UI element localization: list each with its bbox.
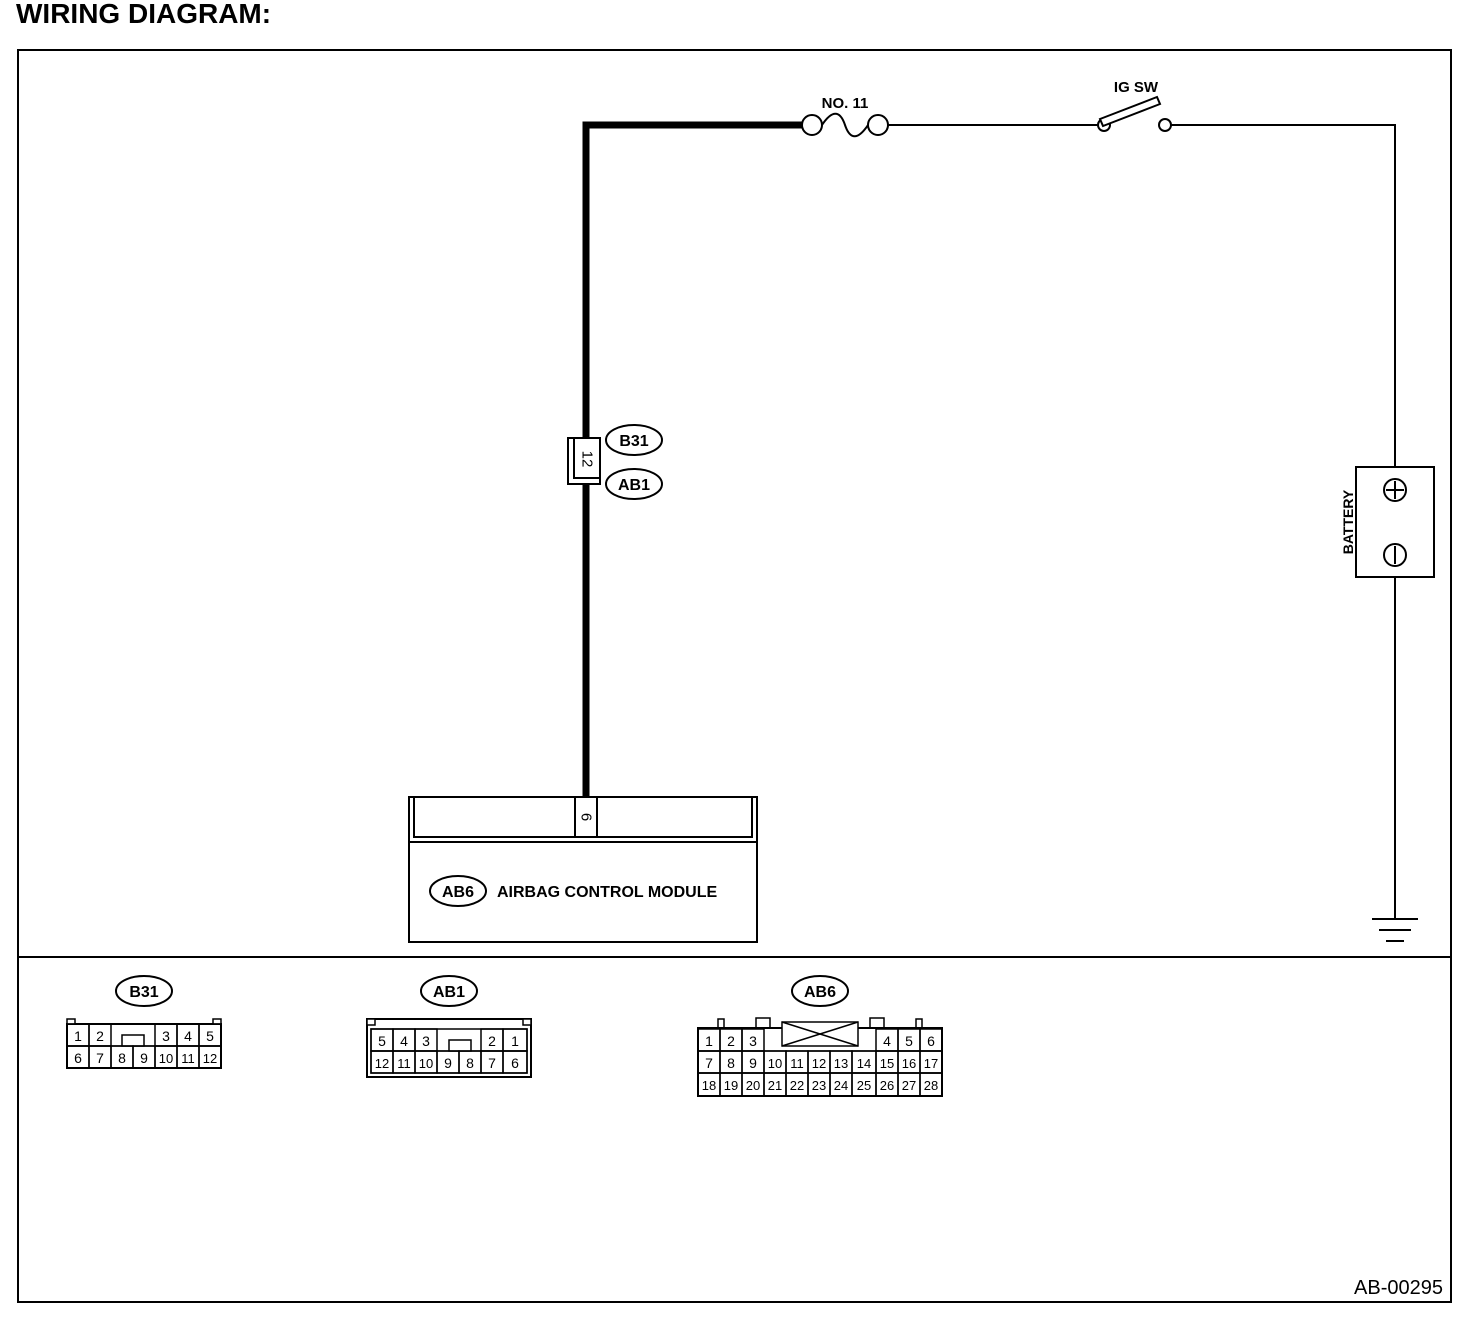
pin-label: 4 — [883, 1033, 891, 1049]
page-title: WIRING DIAGRAM: — [16, 0, 272, 29]
pin-label: 22 — [790, 1078, 804, 1093]
pin-label: 2 — [488, 1033, 496, 1049]
connector-code: B31 — [129, 984, 158, 1001]
pin-label: 7 — [488, 1055, 496, 1071]
connector-ab1: AB1 5 4 3 2 1 12 1 — [366, 975, 532, 1078]
pin-label: 11 — [181, 1051, 195, 1066]
pin-label: 18 — [702, 1078, 716, 1093]
wire-ignition-to-battery — [1171, 124, 1396, 467]
circuit: 12 B31 AB1 NO. 11 IG SW BATTERY — [408, 79, 1435, 943]
pin-label: 25 — [857, 1078, 871, 1093]
pin-label: 13 — [834, 1056, 848, 1071]
pin-label: 27 — [902, 1078, 916, 1093]
pin-label: 10 — [159, 1051, 173, 1066]
inline-connector-lower-badge — [605, 468, 663, 500]
pin-label: 1 — [74, 1028, 82, 1044]
ground-icon — [1372, 918, 1418, 942]
pin-label: 10 — [419, 1056, 433, 1071]
module-name: AIRBAG CONTROL MODULE — [497, 884, 717, 901]
pin-label: 9 — [444, 1055, 452, 1071]
fuse-terminal-right — [867, 114, 889, 136]
connector-code: AB1 — [433, 984, 465, 1001]
module-connector-strip — [413, 796, 753, 838]
pin-label: 9 — [140, 1050, 148, 1066]
pin-label: 7 — [705, 1055, 713, 1071]
pin-label: 9 — [749, 1055, 757, 1071]
pin-label: 11 — [790, 1056, 804, 1071]
connector-code-badge — [791, 975, 849, 1007]
ignition-switch-label: IG SW — [1114, 79, 1159, 96]
inline-connector-upper-code: B31 — [619, 433, 648, 450]
pin-label: 14 — [857, 1056, 871, 1071]
pin-label: 5 — [905, 1033, 913, 1049]
pin-label: 19 — [724, 1078, 738, 1093]
module-code: AB6 — [442, 884, 474, 901]
connector-code-badge — [115, 975, 173, 1007]
pin-label: 1 — [705, 1033, 713, 1049]
pin-label: 8 — [727, 1055, 735, 1071]
module-code-badge — [429, 875, 487, 907]
ignition-switch-blade — [1098, 95, 1162, 128]
pin-label: 7 — [96, 1050, 104, 1066]
battery-label: BATTERY — [1340, 489, 1356, 554]
pin-label: 6 — [927, 1033, 935, 1049]
fuse-label: NO. 11 — [822, 95, 869, 112]
pin-label: 8 — [466, 1055, 474, 1071]
pin-label: 3 — [162, 1028, 170, 1044]
fuse-terminal-left — [801, 114, 823, 136]
pin-label: 3 — [749, 1033, 757, 1049]
pin-label: 4 — [184, 1028, 192, 1044]
ignition-terminal-right — [1158, 118, 1172, 132]
pin-label: 15 — [880, 1056, 894, 1071]
pin-label: 2 — [96, 1028, 104, 1044]
pin-label: 4 — [400, 1033, 408, 1049]
pin-label: 21 — [768, 1078, 782, 1093]
fuse-element — [821, 112, 869, 138]
airbag-control-module: 6 AB6 AIRBAG CONTROL MODULE — [408, 796, 758, 943]
harness-wire — [582, 121, 805, 440]
pin-label: 2 — [727, 1033, 735, 1049]
pin-label: 17 — [924, 1056, 938, 1071]
inline-connector-lower-code: AB1 — [618, 477, 650, 494]
pin-label: 1 — [511, 1033, 519, 1049]
pin-label: 12 — [812, 1056, 826, 1071]
pin-label: 3 — [422, 1033, 430, 1049]
pin-label: 16 — [902, 1056, 916, 1071]
inline-connector-inner — [573, 437, 601, 479]
connector-code: AB6 — [804, 984, 836, 1001]
module-pin-number: 6 — [578, 813, 595, 821]
pin-label: 20 — [746, 1078, 760, 1093]
connector-ab6: AB6 1 2 3 4 5 6 — [697, 975, 943, 1097]
pin-label: 28 — [924, 1078, 938, 1093]
pin-label: 23 — [812, 1078, 826, 1093]
pin-label: 24 — [834, 1078, 848, 1093]
inline-connector-upper-badge — [605, 424, 663, 456]
connector-code-badge — [420, 975, 478, 1007]
connector-b31: B31 1 2 3 4 5 6 7 8 — [66, 975, 222, 1069]
pin-label: 8 — [118, 1050, 126, 1066]
pin-label: 6 — [74, 1050, 82, 1066]
pin-label: 12 — [375, 1056, 389, 1071]
diagram-frame — [17, 49, 1452, 1303]
pin-label: 6 — [511, 1055, 519, 1071]
connector-views: B31 1 2 3 4 5 6 7 8 — [66, 975, 943, 1097]
pin-label: 26 — [880, 1078, 894, 1093]
pin-label: 5 — [378, 1033, 386, 1049]
pin-label: 5 — [206, 1028, 214, 1044]
reference-code: AB-00295 — [1354, 1277, 1443, 1299]
pin-label: 10 — [768, 1056, 782, 1071]
pin-label: 11 — [397, 1056, 411, 1071]
pin-label: 12 — [203, 1051, 217, 1066]
inline-connector-pin: 12 — [579, 451, 596, 468]
